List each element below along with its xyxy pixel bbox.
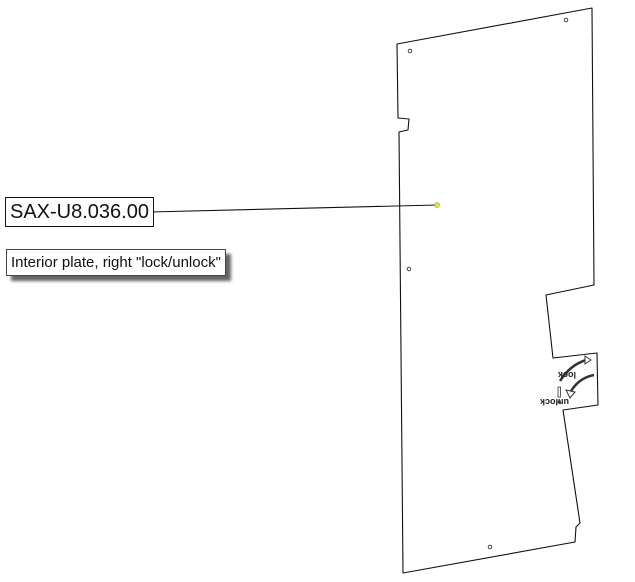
mounting-hole xyxy=(487,544,493,550)
leader-line xyxy=(149,204,438,213)
lock-text: lock xyxy=(557,370,576,380)
description-label: Interior plate, right "lock/unlock" xyxy=(6,249,226,276)
lock-unlock-sticker: lock unlock xyxy=(539,355,595,407)
unlock-text: unlock xyxy=(539,397,569,407)
unlock-arrow-icon xyxy=(568,373,595,394)
lock-arrow-icon xyxy=(558,358,587,382)
part-number-label: SAX-U8.036.00 xyxy=(5,197,154,227)
pointer-dot xyxy=(434,202,440,208)
mounting-hole xyxy=(407,48,413,54)
mounting-hole xyxy=(563,17,569,23)
plate-outline xyxy=(396,7,599,574)
warning-icon xyxy=(557,386,561,398)
mounting-hole xyxy=(406,266,412,272)
